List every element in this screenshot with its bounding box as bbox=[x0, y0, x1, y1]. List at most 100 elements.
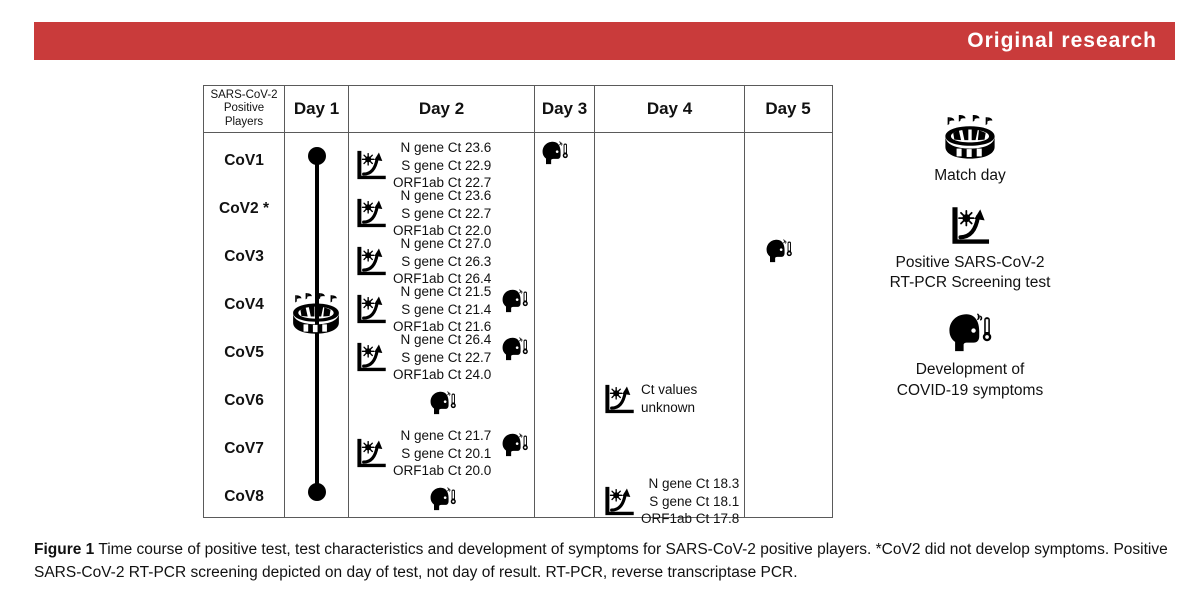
player-label: CoV3 bbox=[224, 248, 264, 265]
player-label: CoV2 * bbox=[219, 200, 269, 217]
symptom-onset-icon bbox=[428, 389, 458, 416]
players-header-line-1: SARS-CoV-2 bbox=[210, 89, 278, 102]
legend-pcr-line-2: RT-PCR Screening test bbox=[889, 274, 1051, 292]
stadium-icon bbox=[290, 293, 342, 337]
player-label: CoV1 bbox=[224, 152, 264, 169]
pcr-curve-icon bbox=[354, 293, 388, 325]
pcr-curve-icon bbox=[602, 383, 636, 415]
legend-symptoms-line-1: Development of bbox=[915, 361, 1025, 379]
players-header-line-3: Players bbox=[224, 115, 264, 128]
ct-value-line: S gene Ct 26.3 bbox=[401, 253, 492, 269]
column-divider-4 bbox=[594, 133, 595, 517]
player-label: CoV8 bbox=[224, 488, 264, 505]
ct-value-line: Ct values bbox=[641, 382, 698, 397]
symptom-onset-icon bbox=[500, 431, 530, 458]
legend-label-match-day: Match day bbox=[845, 166, 1095, 186]
players-header-line-2: Positive bbox=[223, 102, 265, 115]
column-divider-2 bbox=[348, 133, 349, 517]
pcr-result-block: Ct values unknown bbox=[602, 381, 697, 416]
legend-symptoms-line-2: COVID-19 symptoms bbox=[896, 381, 1044, 399]
ct-value-line: S gene Ct 22.9 bbox=[401, 157, 492, 173]
pcr-curve-icon bbox=[354, 149, 388, 181]
day-5-column bbox=[744, 133, 831, 517]
ct-value-line: ORF1ab Ct 17.8 bbox=[641, 511, 740, 527]
timeline-table: SARS-CoV-2 Positive Players Day 1 Day 2 … bbox=[203, 85, 833, 526]
column-divider-5 bbox=[744, 133, 745, 517]
ct-value-line: N gene Ct 23.6 bbox=[400, 140, 492, 155]
legend-label-symptoms: Development of COVID-19 symptoms bbox=[845, 360, 1095, 400]
column-divider-1 bbox=[284, 133, 285, 517]
ct-values: Ct values unknown bbox=[641, 381, 697, 416]
ct-value-line: S gene Ct 22.7 bbox=[401, 205, 492, 221]
ct-value-line: S gene Ct 22.7 bbox=[401, 349, 492, 365]
symptom-onset-icon bbox=[540, 139, 570, 166]
legend-label-positive-pcr: Positive SARS-CoV-2 RT-PCR Screening tes… bbox=[845, 253, 1095, 293]
ct-value-line: ORF1ab Ct 20.0 bbox=[393, 463, 492, 479]
ct-value-line: N gene Ct 21.7 bbox=[400, 428, 492, 443]
stadium-icon bbox=[845, 114, 1095, 161]
player-label: CoV6 bbox=[224, 392, 264, 409]
table-header-row: SARS-CoV-2 Positive Players Day 1 Day 2 … bbox=[204, 86, 832, 133]
ct-value-line: ORF1ab Ct 22.7 bbox=[393, 175, 492, 191]
timeline-end-dot bbox=[308, 483, 326, 501]
pcr-curve-icon bbox=[354, 197, 388, 229]
pcr-curve-icon bbox=[354, 437, 388, 469]
column-header-day-5: Day 5 bbox=[744, 86, 831, 132]
ct-value-line: N gene Ct 21.5 bbox=[400, 284, 492, 299]
symptom-onset-icon bbox=[500, 287, 530, 314]
day-1-timeline bbox=[284, 133, 348, 517]
pcr-curve-icon bbox=[354, 341, 388, 373]
symptom-onset-icon bbox=[500, 335, 530, 362]
symptom-onset-icon bbox=[764, 237, 794, 264]
player-label: CoV5 bbox=[224, 344, 264, 361]
ct-value-line: S gene Ct 20.1 bbox=[401, 445, 492, 461]
legend-pcr-line-1: Positive SARS-CoV-2 bbox=[895, 254, 1045, 272]
figure-caption-text: Time course of positive test, test chara… bbox=[34, 541, 1168, 582]
ct-value-line: S gene Ct 18.1 bbox=[649, 493, 740, 509]
legend-item-match-day: Match day bbox=[845, 114, 1095, 186]
legend-match-day-line-1: Match day bbox=[934, 167, 1006, 184]
figure-caption: Figure 1 Time course of positive test, t… bbox=[34, 538, 1179, 585]
day-3-column bbox=[534, 133, 594, 517]
ct-value-line: N gene Ct 18.3 bbox=[648, 476, 740, 491]
ct-value-line: ORF1ab Ct 22.0 bbox=[393, 223, 492, 239]
ct-value-line: unknown bbox=[641, 399, 696, 415]
column-header-players: SARS-CoV-2 Positive Players bbox=[204, 86, 284, 132]
pcr-curve-icon bbox=[354, 245, 388, 277]
timeline-start-dot bbox=[308, 147, 326, 165]
column-divider-3 bbox=[534, 133, 535, 517]
legend-item-symptoms: Development of COVID-19 symptoms bbox=[845, 309, 1095, 400]
legend-item-positive-pcr: Positive SARS-CoV-2 RT-PCR Screening tes… bbox=[845, 202, 1095, 293]
original-research-banner: Original research bbox=[34, 22, 1175, 60]
ct-value-line: ORF1ab Ct 21.6 bbox=[393, 319, 492, 335]
figure-1-graphic: SARS-CoV-2 Positive Players Day 1 Day 2 … bbox=[0, 60, 1200, 530]
pcr-curve-icon bbox=[602, 485, 636, 517]
banner-title: Original research bbox=[967, 29, 1157, 52]
ct-value-line: S gene Ct 21.4 bbox=[401, 301, 492, 317]
player-label: CoV4 bbox=[224, 296, 264, 313]
ct-value-line: N gene Ct 23.6 bbox=[400, 188, 492, 203]
figure-caption-label: Figure 1 bbox=[34, 541, 95, 558]
column-header-day-4: Day 4 bbox=[594, 86, 744, 132]
ct-value-line: N gene Ct 27.0 bbox=[400, 236, 492, 251]
ct-value-line: ORF1ab Ct 24.0 bbox=[393, 367, 492, 383]
day-4-column: Ct values unknown N gene Ct 18.3 S gene Ct… bbox=[594, 133, 744, 526]
column-header-day-2: Day 2 bbox=[348, 86, 534, 132]
figure-legend: Match day bbox=[845, 114, 1095, 417]
